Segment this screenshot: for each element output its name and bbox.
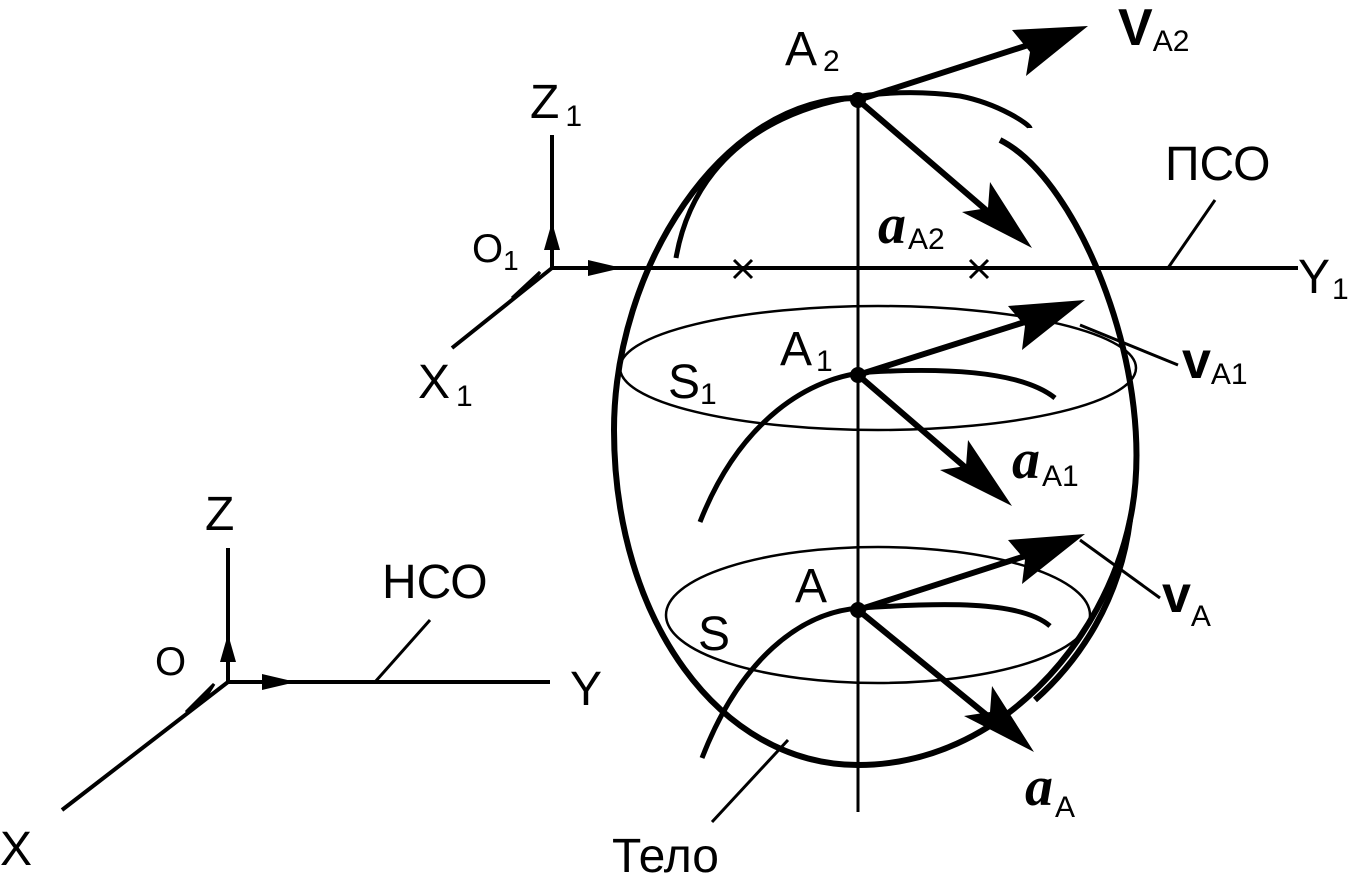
accel-a2-head: [962, 182, 1032, 248]
velocity-a1-line: [857, 311, 1051, 378]
accel-a-line: [856, 607, 1002, 729]
moving-x-unit-head: [510, 270, 542, 300]
moving-frame: [450, 135, 1298, 350]
body-outline-lower-right: [1033, 519, 1133, 703]
body-label-leader: [710, 738, 790, 824]
body-outline: [610, 95, 1140, 769]
accel-a-label: aA: [1025, 756, 1075, 824]
body-label: Тело: [612, 830, 719, 877]
accel-a-head: [964, 686, 1034, 752]
fixed-origin-label: O: [155, 640, 186, 684]
point-a-label: A: [795, 560, 827, 613]
accel-a2-label: aA2: [878, 194, 945, 256]
cross-mark-right: [968, 258, 990, 280]
body-shape: [610, 90, 1140, 824]
moving-y-label: Y1: [1298, 251, 1349, 306]
moving-y-unit-head: [588, 260, 622, 276]
velocity-a1-leader: [1079, 323, 1179, 367]
fixed-z-unit-head: [220, 634, 236, 662]
moving-z-unit-head: [544, 222, 560, 250]
velocity-vectors: [857, 26, 1179, 613]
fixed-y-label: Y: [570, 663, 602, 716]
velocity-a-label: vA: [1162, 566, 1211, 633]
section-s: [664, 545, 1092, 685]
velocity-a-line: [857, 545, 1051, 613]
cross-mark-left: [732, 258, 754, 280]
moving-frame-name: ПСО: [1165, 138, 1270, 191]
accel-a1-line: [856, 372, 982, 483]
velocity-a1-head: [1008, 300, 1085, 350]
section-s-label: S: [698, 608, 730, 661]
fixed-z-label: Z: [205, 488, 234, 541]
velocity-a2-line: [857, 35, 1051, 103]
fixed-frame: [60, 548, 550, 812]
velocity-a-leader: [1079, 538, 1161, 600]
moving-origin-label: O1: [472, 227, 519, 276]
fixed-x-label: X: [0, 823, 32, 876]
accel-a2-line: [856, 97, 1002, 225]
section-s1-label: S1: [668, 356, 717, 411]
accel-a1-head: [940, 440, 1012, 506]
velocity-a2-label: VA2: [1118, 0, 1189, 58]
moving-frame-leader: [1166, 199, 1217, 269]
velocity-a1-label: vA1: [1182, 332, 1248, 391]
fixed-x-unit-head: [184, 682, 216, 714]
acceleration-vectors: [856, 97, 1034, 752]
velocity-a2-head: [1012, 26, 1088, 76]
fixed-y-unit-head: [262, 674, 296, 690]
fixed-frame-name: НСО: [382, 556, 488, 609]
section-s1: [618, 304, 1138, 432]
velocity-a-head: [1008, 534, 1085, 584]
moving-x-axis: [450, 266, 554, 350]
accel-a1-label: aA1: [1012, 429, 1079, 493]
fixed-frame-leader: [373, 619, 432, 683]
